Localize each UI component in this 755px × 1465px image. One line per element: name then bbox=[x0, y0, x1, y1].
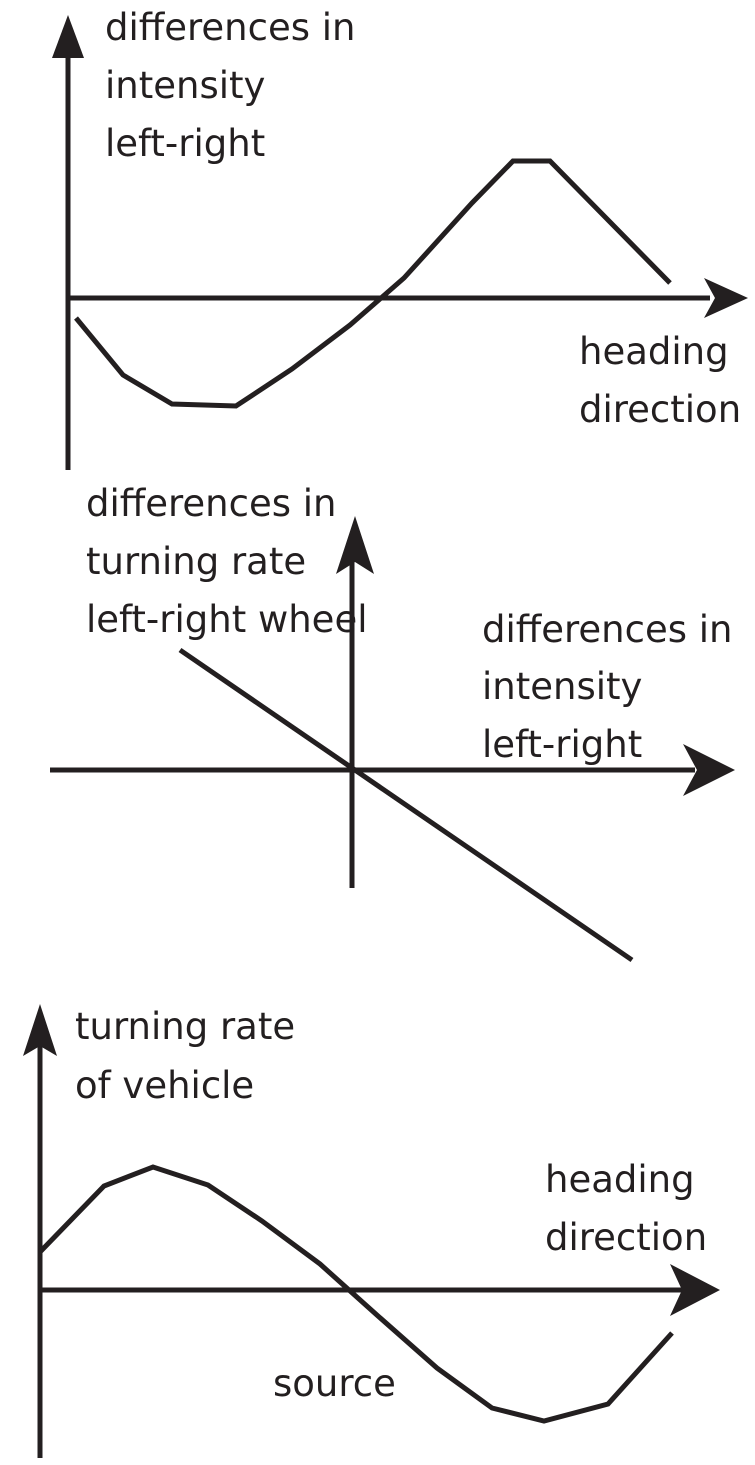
x-axis-arrowhead bbox=[670, 1264, 720, 1316]
x-axis-label: heading direction bbox=[579, 330, 741, 431]
panel-turning-vs-intensity: differences in turning rate left-right w… bbox=[50, 482, 744, 963]
panel-intensity-vs-heading: differences in intensity left-right head… bbox=[52, 6, 748, 470]
turning-rate-curve bbox=[38, 1164, 674, 1424]
panel-turning-rate-vs-heading: turning rate of vehicle heading directio… bbox=[23, 1004, 720, 1458]
y-axis-label: differences in turning rate left-right w… bbox=[86, 482, 368, 641]
y-axis-arrowhead bbox=[52, 15, 84, 58]
source-annotation: source bbox=[273, 1362, 396, 1405]
y-axis-label: turning rate of vehicle bbox=[75, 1005, 307, 1107]
x-axis-label: differences in intensity left-right bbox=[482, 608, 744, 766]
y-axis-label: differences in intensity left-right bbox=[105, 6, 367, 165]
x-axis-arrowhead bbox=[704, 278, 748, 318]
y-axis-arrowhead bbox=[23, 1004, 57, 1056]
x-axis-arrowhead bbox=[683, 744, 735, 796]
y-axis-arrowhead bbox=[336, 516, 374, 574]
x-axis-label: heading direction bbox=[545, 1158, 707, 1259]
intensity-curve bbox=[74, 158, 672, 409]
linear-response-line bbox=[178, 647, 634, 963]
